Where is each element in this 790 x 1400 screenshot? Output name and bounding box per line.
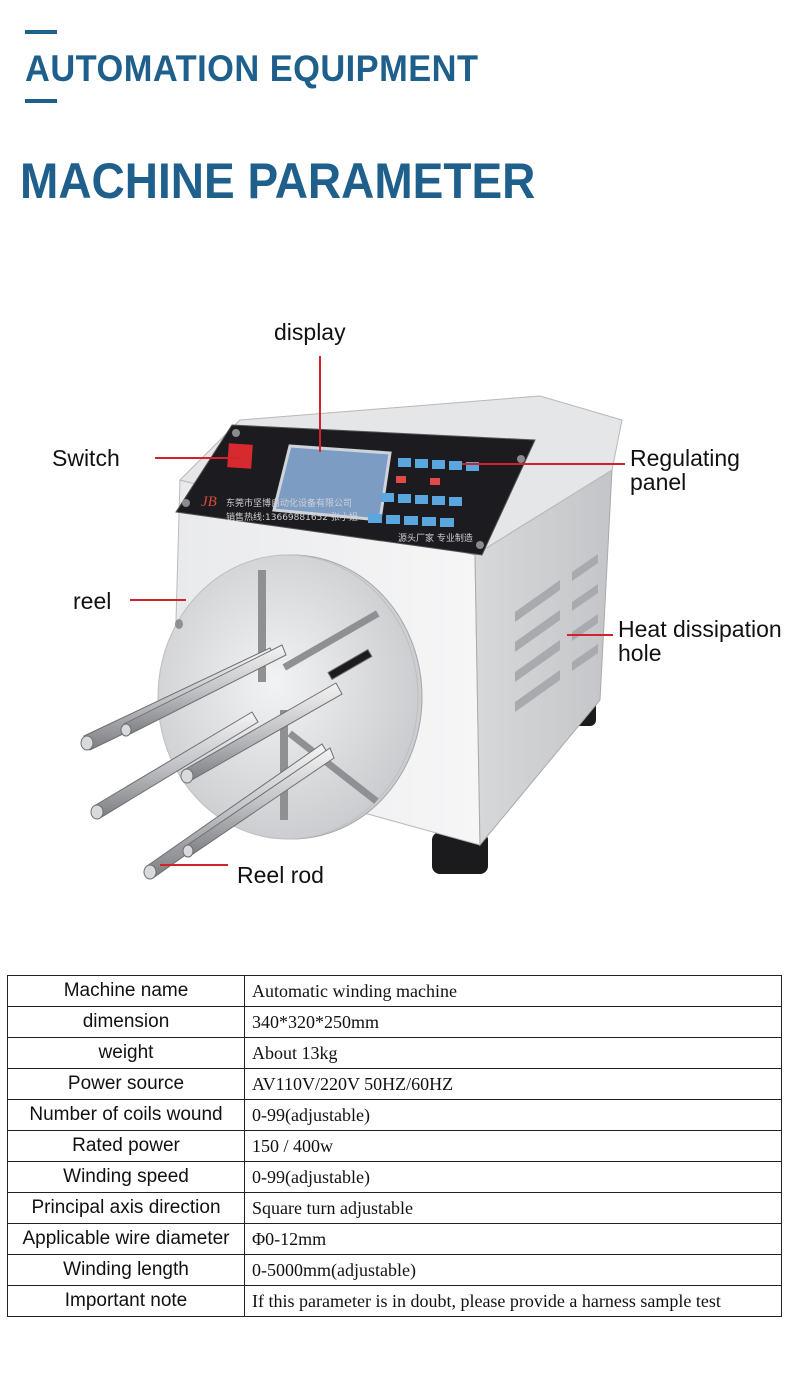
machine-illustration: JB 东莞市坚博自动化设备有限公司 销售热线:13669881652 张小姐 源… [80,395,623,880]
param-key: Applicable wire diameter [7,1223,245,1255]
label-heat-line1: Heat dissipation [618,616,782,642]
param-value: If this parameter is in doubt, please pr… [244,1285,782,1317]
param-value: 0-99(adjustable) [244,1161,782,1193]
control-panel: JB 东莞市坚博自动化设备有限公司 销售热线:13669881652 张小姐 源… [175,424,536,556]
page-title: AUTOMATION EQUIPMENT [25,48,479,89]
param-value: Automatic winding machine [244,975,782,1007]
panel-company: 东莞市坚博自动化设备有限公司 [226,497,352,509]
param-key: Important note [7,1285,245,1317]
reel-rods [80,644,373,880]
header-bar-bottom [25,99,57,103]
param-value: 150 / 400w [244,1130,782,1162]
param-value: AV110V/220V 50HZ/60HZ [244,1068,782,1100]
param-key: Number of coils wound [7,1099,245,1131]
panel-slogan: 源头厂家 专业制造 [398,532,473,544]
callout-line-switch [155,457,239,459]
callout-line-reel [130,599,186,601]
header-bar-top [25,30,57,34]
param-key: Power source [7,1068,245,1100]
param-value: Square turn adjustable [244,1192,782,1224]
callout-line-display [319,356,321,452]
label-reel-rod: Reel rod [237,862,324,888]
param-key: Winding length [7,1254,245,1286]
param-value: 0-99(adjustable) [244,1099,782,1131]
callout-line-regulating-panel [462,463,625,465]
section-title: MACHINE PARAMETER [20,153,536,209]
callout-line-heat [567,634,613,636]
label-display: display [274,319,346,345]
param-key: weight [7,1037,245,1069]
label-switch: Switch [52,445,120,471]
param-value: About 13kg [244,1037,782,1069]
callout-line-reel-rod [160,864,228,866]
param-value: 0-5000mm(adjustable) [244,1254,782,1286]
param-key: Winding speed [7,1161,245,1193]
param-value: Φ0-12mm [244,1223,782,1255]
param-key: Principal axis direction [7,1192,245,1224]
param-value: 340*320*250mm [244,1006,782,1038]
panel-logo: JB [201,494,217,510]
panel-hotline: 销售热线:13669881652 张小姐 [226,511,358,523]
param-key: Rated power [7,1130,245,1162]
param-key: dimension [7,1006,245,1038]
label-regulating-panel-line2: panel [630,469,687,495]
reel-disc [157,554,423,840]
param-key: Machine name [7,975,245,1007]
label-heat-line2: hole [618,640,662,666]
label-reel: reel [73,588,112,614]
label-regulating-panel-line1: Regulating [630,445,740,471]
